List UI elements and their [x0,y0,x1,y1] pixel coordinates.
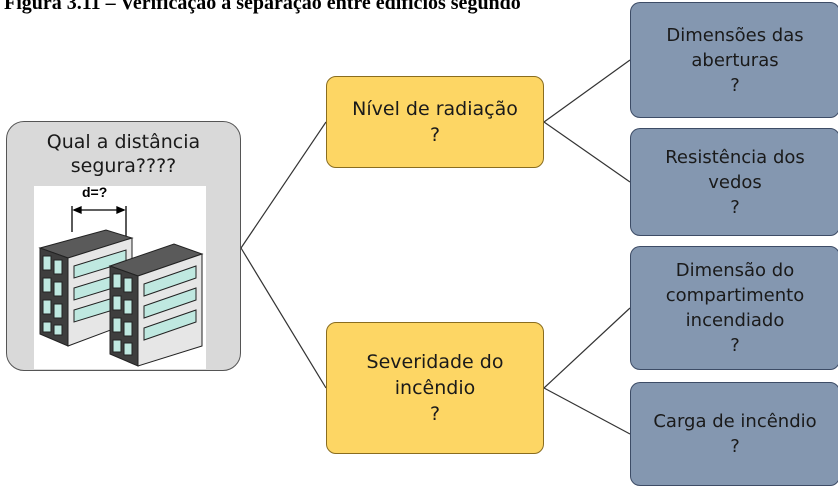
leaf-walls-line3: ? [730,196,740,218]
leaf-compartment-line1: Dimensão do [675,260,795,281]
leaf-fireload-line2: ? [730,436,740,457]
node-severity-line2: incêndio [394,377,476,399]
node-radiation-line2: ? [429,124,441,146]
connector-severity-to-compartment [543,307,631,389]
leaf-wall-resistance: Resistência dos vedos ? [630,128,838,236]
leaf-openings-line3: ? [730,74,740,96]
leaf-opening-dimensions: Dimensões das aberturas ? [630,2,838,118]
figure-caption: Figura 3.11 – Verificação à separação en… [4,0,521,14]
leaf-fireload-line1: Carga de incêndio [653,411,817,432]
root-node-line1: Qual a distância [46,131,201,153]
connector-severity-to-fireload [543,387,631,435]
connector-radiation-to-walls [543,121,631,183]
leaf-compartment-dimension: Dimensão do compartimento incendiado ? [630,246,838,370]
node-radiation-line1: Nível de radiação [352,98,518,120]
leaf-fire-load: Carga de incêndio ? [630,382,838,486]
connector-radiation-to-openings [543,59,631,123]
leaf-compartment-line3: incendiado [685,310,785,331]
root-node-line2: segura???? [70,155,177,177]
leaf-walls-line1: Resistência dos [665,146,805,168]
node-severity-line3: ? [429,403,441,425]
leaf-openings-line1: Dimensões das [666,24,804,46]
leaf-openings-line2: aberturas [691,49,779,71]
node-radiation-level: Nível de radiação ? [326,76,544,168]
connector-root-to-severity [240,247,327,389]
node-severity-line1: Severidade do [366,351,504,373]
leaf-walls-line2: vedos [708,171,762,193]
connector-root-to-radiation [240,121,327,249]
node-fire-severity: Severidade do incêndio ? [326,322,544,454]
distance-label: d=? [82,184,108,200]
right-building [108,243,204,367]
buildings-illustration [34,186,206,369]
leaf-compartment-line4: ? [730,335,740,356]
leaf-compartment-line2: compartimento [665,285,805,306]
